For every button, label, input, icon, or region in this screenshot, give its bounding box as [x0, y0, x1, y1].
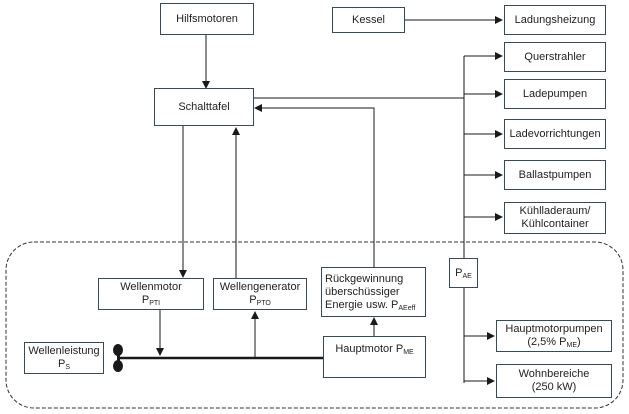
- label-schalttafel: Schalttafel: [178, 100, 230, 113]
- box-hauptmotor: Hauptmotor PME: [323, 336, 426, 378]
- label-rueckgewinnung-2: überschüssiger: [325, 285, 400, 298]
- label-ladepumpen: Ladepumpen: [522, 87, 588, 100]
- label-wellengenerator: Wellengenerator: [219, 281, 301, 293]
- symbol-ps: PS: [57, 358, 70, 371]
- label-hilfsmotoren: Hilfsmotoren: [176, 12, 238, 25]
- label-wellenleistung: Wellenleistung: [28, 345, 100, 357]
- arrow-rueckgewinnung-schalttafel: [254, 104, 375, 267]
- box-schalttafel: Schalttafel: [154, 88, 254, 126]
- label-wohnbereiche-power: (250 kW): [531, 381, 577, 393]
- box-kessel: Kessel: [332, 7, 405, 33]
- label-rueckgewinnung-1: Rückgewinnung: [325, 272, 404, 285]
- label-ladevorrichtungen: Ladevorrichtungen: [509, 127, 601, 140]
- system-boundary: [5, 241, 624, 409]
- label-hauptmotorpumpen: Hauptmotorpumpen: [505, 323, 603, 335]
- box-rueckgewinnung: Rückgewinnung überschüssiger Energie usw…: [321, 267, 426, 317]
- box-querstrahler: Querstrahler: [504, 42, 606, 72]
- box-wellenleistung: Wellenleistung PS: [24, 342, 104, 374]
- label-querstrahler: Querstrahler: [524, 50, 586, 63]
- label-rueckgewinnung-3: Energie usw. PAEeff: [325, 298, 416, 312]
- box-wohnbereiche: Wohnbereiche (250 kW): [496, 364, 612, 398]
- label-kuehlladeraum-1: Kühlladeraum/: [519, 205, 591, 217]
- label-wellenmotor: Wellenmotor: [120, 281, 182, 293]
- box-wellengenerator: Wellengenerator PPTO: [213, 278, 307, 310]
- label-ballastpumpen: Ballastpumpen: [518, 168, 592, 181]
- box-hilfsmotoren: Hilfsmotoren: [160, 3, 254, 35]
- label-ladungsheizung: Ladungsheizung: [514, 13, 596, 26]
- label-hauptmotor: Hauptmotor PME: [335, 343, 414, 356]
- label-wohnbereiche: Wohnbereiche: [518, 368, 590, 380]
- box-pae: PAE: [449, 258, 478, 288]
- box-wellenmotor: Wellenmotor PPTI: [98, 278, 204, 310]
- propeller-icon: [113, 344, 123, 372]
- box-ballastpumpen: Ballastpumpen: [504, 160, 606, 190]
- symbol-pti: PPTI: [141, 294, 161, 307]
- box-ladungsheizung: Ladungsheizung: [504, 5, 606, 35]
- symbol-pto: PPTO: [249, 294, 271, 307]
- symbol-pae: PAE: [455, 266, 472, 280]
- box-ladevorrichtungen: Ladevorrichtungen: [504, 119, 606, 149]
- label-kessel: Kessel: [351, 13, 386, 26]
- label-kuehlladeraum-2: Kühlcontainer: [521, 218, 589, 230]
- box-hauptmotorpumpen: Hauptmotorpumpen (2,5% PME): [496, 320, 612, 352]
- label-hauptmotorpumpen-share: (2,5% PME): [527, 336, 581, 349]
- box-ladepumpen: Ladepumpen: [504, 79, 606, 109]
- box-kuehlladeraum: Kühlladeraum/ Kühlcontainer: [504, 202, 606, 234]
